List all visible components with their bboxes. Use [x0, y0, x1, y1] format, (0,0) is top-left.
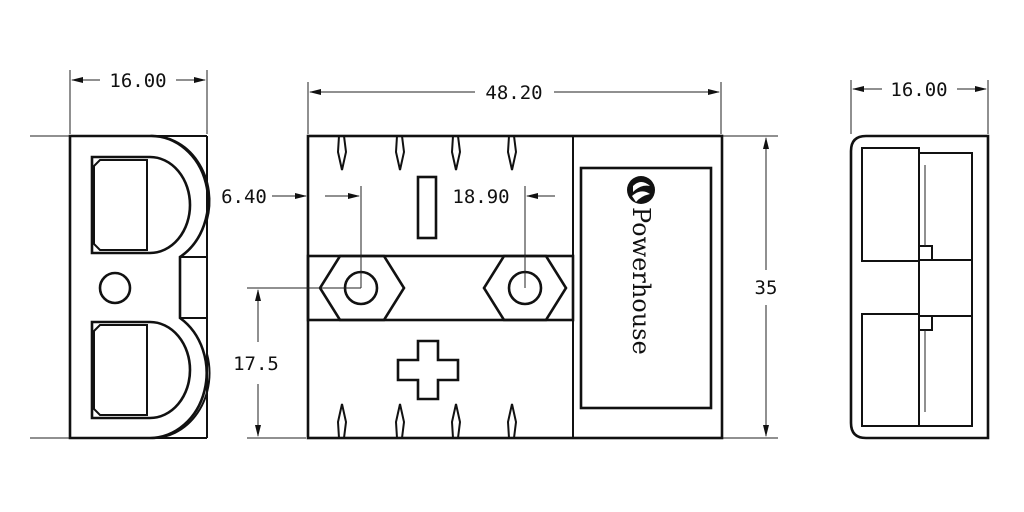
bottom-prong-1: [336, 403, 348, 439]
top-prong-4: [506, 135, 518, 171]
right-lower-housing: [861, 313, 920, 427]
left-lower-contact: [93, 324, 148, 416]
left-width-dimension: 16.00: [109, 70, 166, 92]
right-side-view: 16.00: [849, 79, 990, 440]
offset-dimension: 6.40: [221, 186, 267, 208]
bottom-prong-4: [506, 403, 518, 439]
top-prong-2: [394, 135, 406, 171]
front-view: 48.20 35 Powerhouse: [221, 82, 778, 440]
front-body-outline: [306, 134, 724, 440]
hex-nut-right: [482, 254, 568, 322]
left-lower-cavity: [90, 320, 192, 420]
left-side-view: 16.00: [30, 70, 211, 440]
left-upper-cavity: [90, 155, 192, 255]
brand-logo-swoosh-1: [633, 182, 650, 192]
front-width-dimension: 48.20: [485, 82, 542, 104]
top-prong-3: [450, 135, 462, 171]
right-body-outline: [849, 134, 990, 440]
top-prong-1: [336, 135, 348, 171]
hole-height-dimension: 17.5: [233, 353, 279, 375]
brand-logo-swoosh-2: [632, 191, 650, 202]
left-center-hole: [98, 271, 132, 305]
positive-polarity-symbol: [396, 339, 460, 401]
center-slot: [416, 175, 438, 240]
left-upper-contact: [93, 159, 148, 251]
right-middle-block: [918, 259, 973, 317]
brand-logo-icon: [627, 176, 655, 204]
left-body-outline: [68, 134, 210, 440]
right-lower-contact: [919, 315, 973, 427]
hole-spacing-dimension: 18.90: [452, 186, 509, 208]
right-upper-housing: [861, 147, 920, 262]
right-width-dimension: 16.00: [890, 79, 947, 101]
brand-name: Powerhouse: [627, 207, 655, 355]
left-bottom-curve: [149, 353, 211, 440]
brand-logo: [627, 176, 655, 204]
bottom-prong-2: [394, 403, 406, 439]
bottom-prong-3: [450, 403, 462, 439]
brand-label-plate: [579, 166, 713, 410]
left-top-curve: [149, 134, 211, 221]
front-height-dimension: 35: [755, 277, 778, 299]
right-upper-contact: [919, 152, 973, 261]
